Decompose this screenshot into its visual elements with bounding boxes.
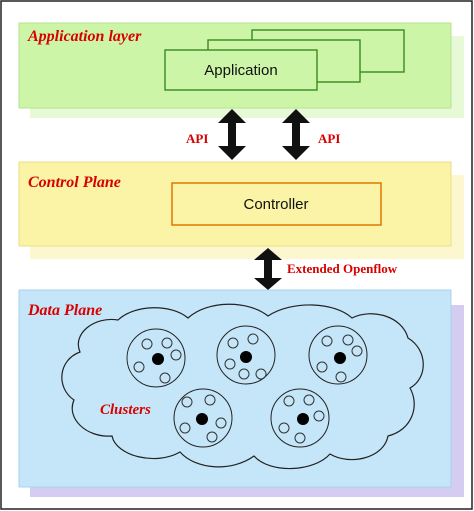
cluster — [270, 388, 330, 448]
api-arrow-left — [218, 109, 246, 160]
cluster-head-node — [240, 351, 252, 363]
cluster-member-node — [159, 372, 171, 384]
cluster-member-node — [335, 371, 347, 383]
cluster-member-node — [238, 368, 250, 380]
application-layer: Application layer Application — [18, 22, 464, 118]
cluster-member-node — [255, 368, 267, 380]
cluster — [173, 388, 233, 448]
control-plane-title: Control Plane — [28, 174, 121, 191]
cluster-member-node — [321, 335, 333, 347]
clusters-label: Clusters — [100, 402, 151, 418]
cluster-member-node — [313, 410, 325, 422]
openflow-label: Extended Openflow — [287, 261, 398, 276]
openflow-arrow — [254, 248, 282, 290]
cluster-member-node — [133, 361, 145, 373]
cluster-member-node — [224, 358, 236, 370]
cluster-head-node — [152, 353, 164, 365]
cluster-member-node — [283, 395, 295, 407]
api-label-right: API — [318, 131, 340, 146]
cluster — [216, 325, 276, 385]
cluster-head-node — [297, 413, 309, 425]
data-plane: Data Plane — [18, 289, 464, 497]
cluster-member-node — [227, 337, 239, 349]
data-plane-title: Data Plane — [27, 302, 102, 319]
api-label-left: API — [186, 131, 208, 146]
controller-box-label: Controller — [243, 196, 308, 213]
cluster-member-node — [161, 337, 173, 349]
cluster — [308, 325, 368, 385]
cluster-head-node — [196, 413, 208, 425]
cluster-member-node — [316, 361, 328, 373]
cluster-member-node — [303, 394, 315, 406]
cluster — [126, 328, 186, 388]
application-layer-title: Application layer — [27, 28, 142, 45]
cluster-member-node — [351, 345, 363, 357]
cluster-member-node — [181, 396, 193, 408]
cluster-member-node — [141, 338, 153, 350]
cluster-member-node — [215, 417, 227, 429]
cluster-member-node — [206, 431, 218, 443]
cluster-member-node — [294, 432, 306, 444]
cluster-member-node — [179, 422, 191, 434]
api-arrow-right — [282, 109, 310, 160]
cluster-member-node — [204, 394, 216, 406]
cluster-head-node — [334, 352, 346, 364]
cluster-member-node — [278, 422, 290, 434]
application-box — [164, 49, 318, 91]
api-arrows: API API — [186, 109, 340, 160]
cluster-member-node — [342, 334, 354, 346]
application-box-label: Application — [204, 62, 277, 79]
cluster-member-node — [247, 333, 259, 345]
controller-box — [171, 182, 382, 226]
cluster-member-node — [170, 349, 182, 361]
control-plane: Control Plane Controller — [18, 161, 464, 259]
openflow-link: Extended Openflow — [254, 248, 398, 290]
